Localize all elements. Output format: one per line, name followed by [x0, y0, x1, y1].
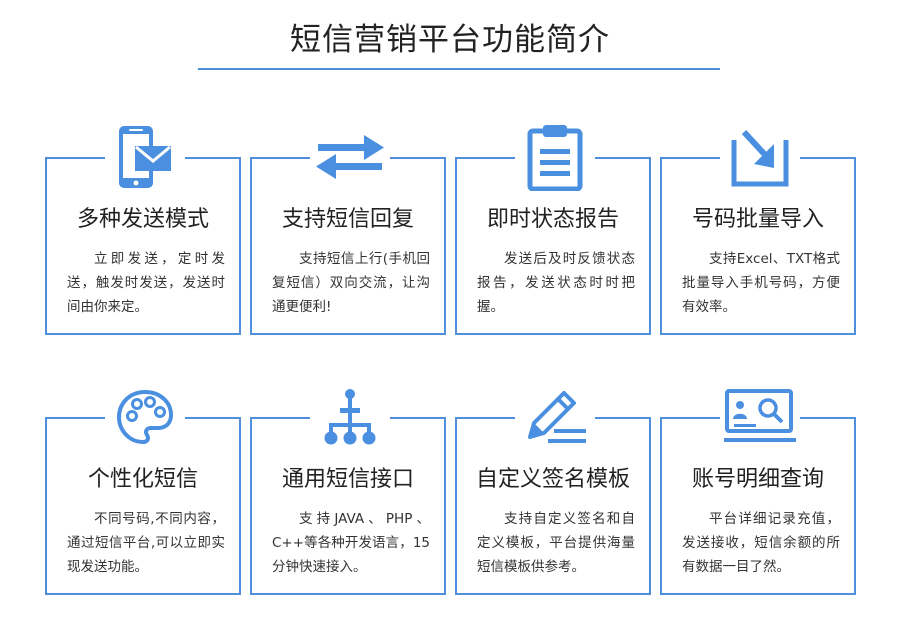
feature-card-send-modes: 多种发送模式 立即发送，定时发送，触发时发送，发送时间由你来定。	[45, 121, 241, 335]
feature-title: 个性化短信	[87, 467, 198, 492]
feature-card-batch-import: 号码批量导入 支持Excel、TXT格式批量导入手机号码，方便有效率。	[660, 121, 856, 335]
id-search-icon	[720, 381, 800, 453]
feature-card-status-report: 即时状态报告 发送后及时反馈状态报告，发送状态时时把握。	[455, 121, 651, 335]
feature-description: 不同号码,不同内容，通过短信平台,可以立即实现发送功能。	[67, 511, 225, 575]
feature-card-personalized: 个性化短信 不同号码,不同内容，通过短信平台,可以立即实现发送功能。	[45, 381, 241, 595]
feature-card-account-query: 账号明细查询 平台详细记录充值，发送接收，短信余额的所有数据一目了然。	[660, 381, 856, 595]
feature-description: 支持Excel、TXT格式批量导入手机号码，方便有效率。	[682, 251, 840, 315]
title-underline	[198, 68, 720, 70]
feature-description: 支持JAVA、PHP、C++等各种开发语言，15分钟快速接入。	[272, 511, 430, 575]
feature-description: 支持自定义签名和自定义模板，平台提供海量短信模板供参考。	[477, 511, 635, 575]
feature-description: 发送后及时反馈状态报告，发送状态时时把握。	[477, 251, 635, 315]
feature-card-api: 通用短信接口 支持JAVA、PHP、C++等各种开发语言，15分钟快速接入。	[250, 381, 446, 595]
pen-edit-icon	[515, 381, 595, 453]
feature-title: 自定义签名模板	[475, 467, 630, 492]
network-tree-icon	[310, 381, 390, 453]
feature-description: 立即发送，定时发送，触发时发送，发送时间由你来定。	[67, 251, 225, 315]
import-arrow-icon	[720, 121, 800, 193]
page-title: 短信营销平台功能简介	[290, 22, 610, 58]
feature-title: 即时状态报告	[486, 207, 619, 232]
feature-title: 通用短信接口	[281, 467, 414, 492]
clipboard-icon	[515, 121, 595, 193]
feature-title: 号码批量导入	[691, 207, 824, 232]
feature-title: 支持短信回复	[281, 207, 414, 232]
feature-title: 多种发送模式	[76, 207, 209, 232]
feature-description: 平台详细记录充值，发送接收，短信余额的所有数据一目了然。	[682, 511, 840, 575]
feature-card-template: 自定义签名模板 支持自定义签名和自定义模板，平台提供海量短信模板供参考。	[455, 381, 651, 595]
feature-card-reply: 支持短信回复 支持短信上行(手机回复短信）双向交流，让沟通更便利!	[250, 121, 446, 335]
phone-mail-icon	[105, 121, 185, 193]
palette-icon	[105, 381, 185, 453]
two-way-arrows-icon	[310, 121, 390, 193]
feature-title: 账号明细查询	[691, 467, 824, 492]
feature-description: 支持短信上行(手机回复短信）双向交流，让沟通更便利!	[272, 251, 430, 315]
